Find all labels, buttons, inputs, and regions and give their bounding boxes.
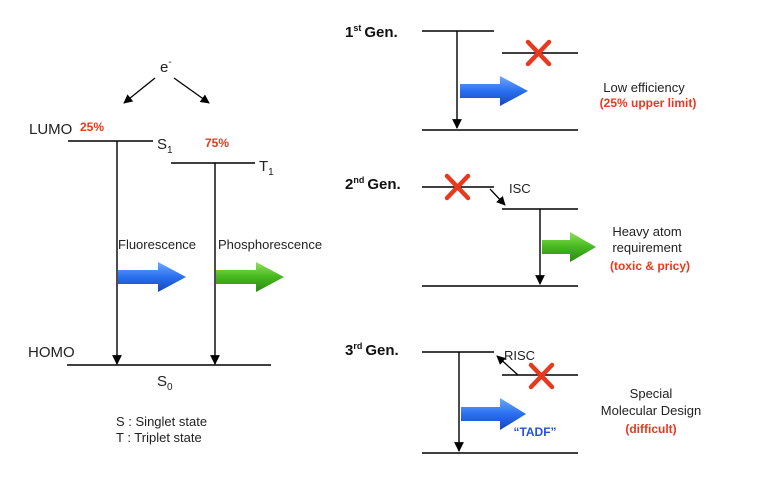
gen-2-isc-arrow (489, 188, 506, 206)
gen-2-isc-label: ISC (509, 181, 531, 196)
gen-2-description-line-1: Heavy atom (612, 224, 681, 239)
gen-2-blocked-icon (444, 173, 471, 201)
gen-3-risc-arrow (496, 355, 519, 376)
legend-triplet: T : Triplet state (116, 430, 202, 445)
gen-3-highlight: (difficult) (625, 422, 676, 436)
fluorescence-label: Fluorescence (118, 237, 196, 252)
s0-label: S0 (157, 373, 173, 393)
fluorescence-emission-arrow (118, 262, 186, 292)
t1-label: T1 (259, 158, 274, 178)
gen-1-blocked-icon (525, 39, 552, 67)
gen-1-highlight: (25% upper limit) (600, 96, 697, 110)
gen-3-blocked-icon (528, 362, 555, 390)
energy-level-diagram: e- LUMO 25% 75% S1 T1 Fluorescence Phosp… (28, 57, 322, 445)
gen-1-description: Low efficiency (603, 80, 685, 95)
gen-2-highlight: (toxic & pricy) (610, 259, 690, 273)
phosphorescence-emission-arrow (216, 262, 284, 292)
gen-2-emission-arrow (542, 232, 596, 262)
gen-1-emission-arrow (460, 76, 528, 106)
gen-3-tadf-label: “TADF” (513, 425, 556, 439)
singlet-percentage: 25% (80, 120, 104, 134)
gen-3-emission-arrow (461, 398, 526, 430)
electron-label: e- (160, 57, 172, 76)
gen-2-description-line-2: requirement (612, 240, 682, 255)
s1-label: S1 (157, 136, 173, 156)
legend-singlet: S : Singlet state (116, 414, 207, 429)
gen-3-description-line-2: Molecular Design (601, 403, 701, 418)
gen-3-description-line-1: Special (630, 386, 673, 401)
electron-arrow-triplet (173, 77, 210, 104)
gen-3-risc-label: RISC (504, 348, 535, 363)
electron-arrow-singlet (123, 77, 156, 104)
triplet-percentage: 75% (205, 136, 229, 150)
phosphorescence-label: Phosphorescence (218, 237, 322, 252)
lumo-label: LUMO (29, 121, 72, 138)
homo-label: HOMO (28, 344, 75, 361)
